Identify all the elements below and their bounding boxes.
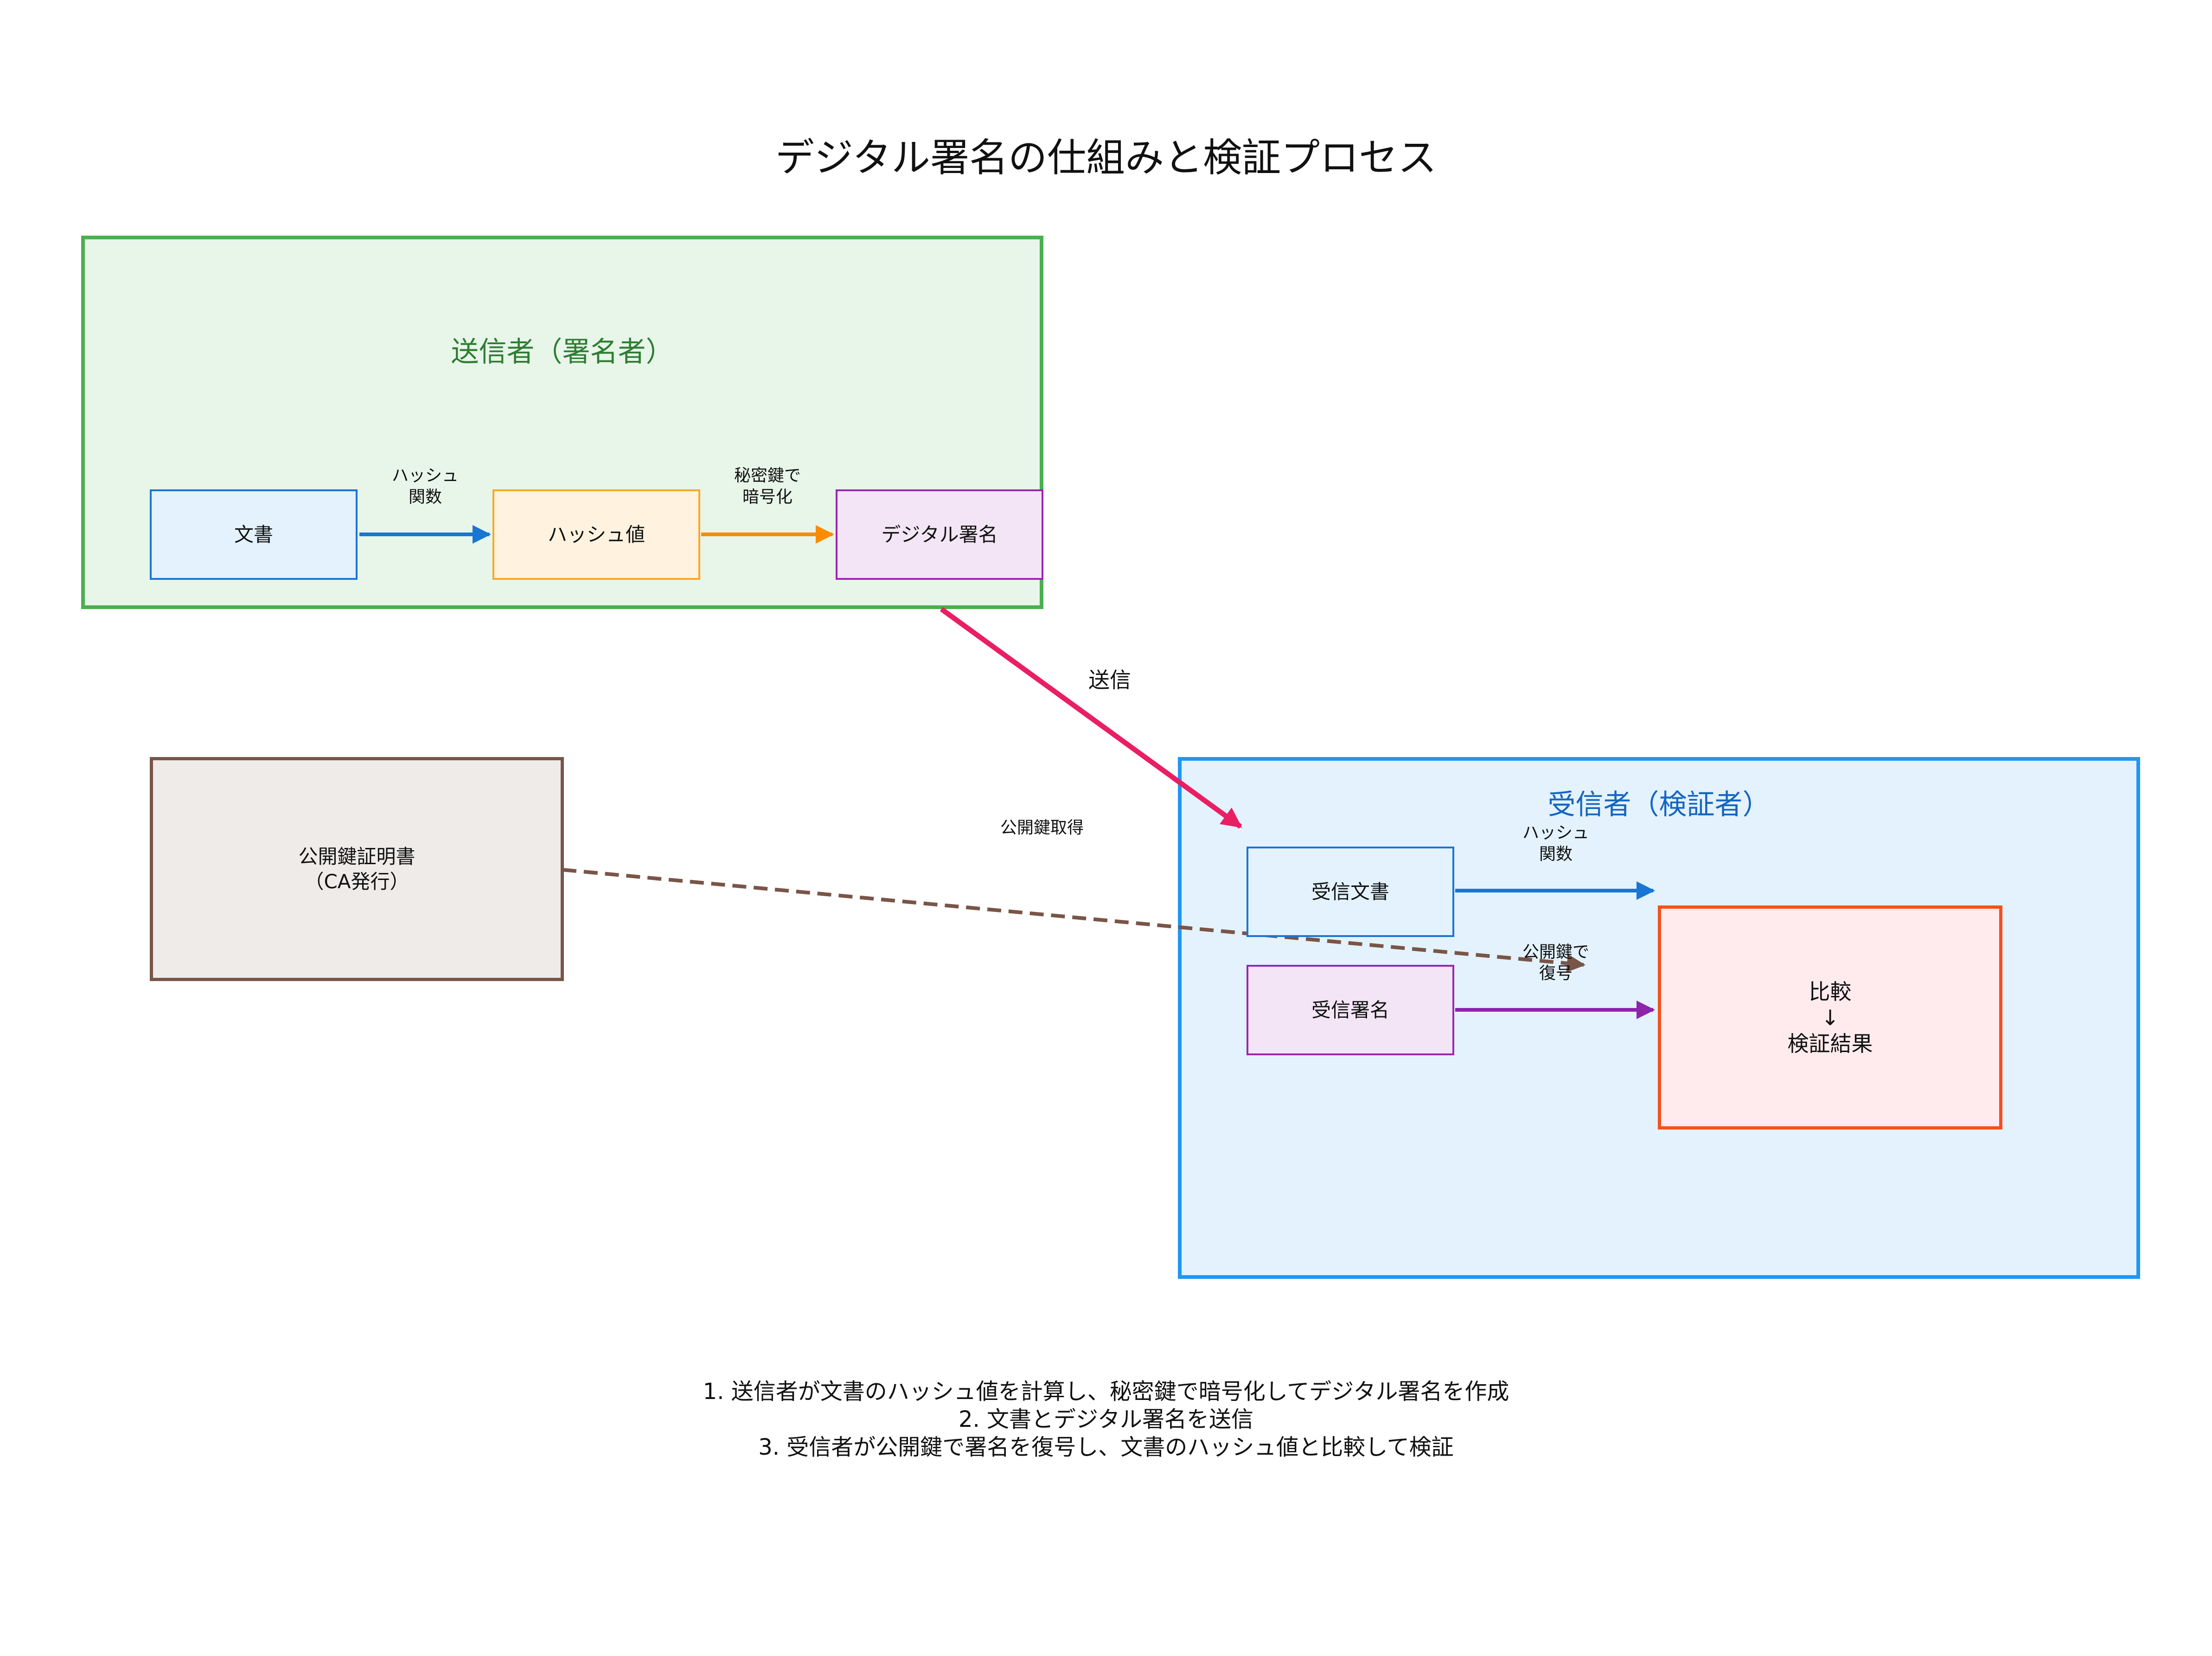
- edge-label-hash-function: ハッシュ 関数: [391, 466, 459, 507]
- received-document-node: 受信文書: [1247, 847, 1454, 937]
- edge-label-send: 送信: [1088, 668, 1131, 693]
- compare-result-node: 比較 ↓ 検証結果: [1658, 905, 2002, 1130]
- note-step-2: 2. 文書とデジタル署名を送信: [958, 1406, 1254, 1432]
- received-signature-node: 受信署名: [1247, 965, 1454, 1055]
- sender-group-label: 送信者（署名者）: [451, 336, 674, 368]
- hash-value-node: ハッシュ値: [492, 489, 700, 580]
- note-step-1: 1. 送信者が文書のハッシュ値を計算し、秘密鍵で暗号化してデジタル署名を作成: [703, 1379, 1509, 1405]
- public-key-certificate-node: 公開鍵証明書 （CA発行）: [150, 757, 564, 981]
- edge-label-receive-hash-function: ハッシュ 関数: [1522, 823, 1590, 864]
- edge-label-encrypt: 秘密鍵で 暗号化: [734, 466, 801, 507]
- digital-signature-node: デジタル署名: [836, 489, 1043, 580]
- note-step-3: 3. 受信者が公開鍵で署名を復号し、文書のハッシュ値と比較して検証: [758, 1434, 1454, 1460]
- edge-label-get-public-key: 公開鍵取得: [1000, 818, 1084, 837]
- edge-send: [940, 607, 1242, 829]
- document-node: 文書: [150, 489, 358, 580]
- receiver-group-label: 受信者（検証者）: [1547, 789, 1771, 821]
- edge-get-public-key: [562, 868, 1585, 973]
- process-notes: 1. 送信者が文書のハッシュ値を計算し、秘密鍵で暗号化してデジタル署名を作成 2…: [0, 1378, 2212, 1461]
- diagram-title: デジタル署名の仕組みと検証プロセス: [775, 135, 1437, 180]
- edge-label-decrypt: 公開鍵で 復号: [1522, 943, 1590, 983]
